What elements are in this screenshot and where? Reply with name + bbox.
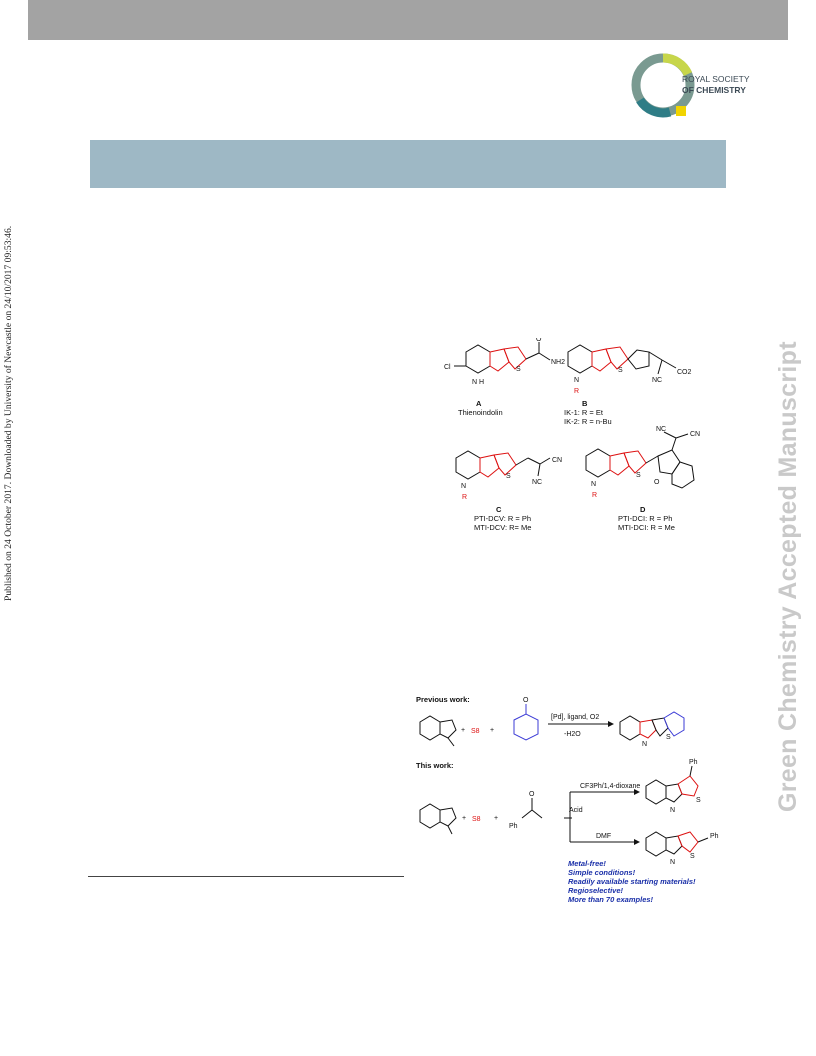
- prev-sulfur: S8: [471, 728, 480, 735]
- product2-ph: Ph: [710, 833, 719, 840]
- label-d-line2: MTI-DCI: R = Me: [618, 523, 675, 532]
- note-2: Simple conditions!: [568, 868, 636, 877]
- this-ketone-o: O: [529, 791, 535, 798]
- atom-s-d: S: [636, 472, 641, 479]
- atom-s-c: S: [506, 473, 511, 480]
- atom-o-d: O: [654, 479, 660, 486]
- prev-product-s: S: [666, 734, 671, 741]
- label-b-line2: IK-2: R = n-Bu: [564, 417, 612, 426]
- this-ketone-ph: Ph: [509, 823, 518, 830]
- atom-h-a: H: [479, 379, 484, 386]
- prev-ketone-o: O: [523, 697, 529, 704]
- atom-n-b: N: [574, 377, 579, 384]
- top-header-bar: [28, 0, 788, 40]
- atom-s-b: S: [618, 367, 623, 374]
- note-3: Readily available starting materials!: [568, 877, 696, 886]
- label-c-line1: PTI-DCV: R = Ph: [474, 514, 531, 523]
- acid-label: Acid: [569, 807, 583, 814]
- product2-n: N: [670, 859, 675, 866]
- product1-n: N: [670, 807, 675, 814]
- previous-work-label: Previous work:: [416, 695, 470, 704]
- footnote-rule: [88, 876, 404, 877]
- accepted-manuscript-watermark: Green Chemistry Accepted Manuscript: [774, 341, 802, 812]
- logo-line2: OF CHEMISTRY: [682, 85, 746, 95]
- figure-reaction-scheme: Previous work: + S8 + O [Pd], ligand, O2…: [416, 695, 719, 904]
- conditions-top: CF3Ph/1,4-dioxane: [580, 783, 640, 790]
- label-b-line1: IK-1: R = Et: [564, 408, 604, 417]
- product1-ph: Ph: [689, 759, 698, 766]
- note-1: Metal-free!: [568, 859, 606, 868]
- highlight-notes: Metal-free!Simple conditions!Readily ava…: [568, 859, 696, 904]
- note-4: Regioselective!: [568, 886, 624, 895]
- this-sulfur: S8: [472, 816, 481, 823]
- publication-note: Published on 24 October 2017. Downloaded…: [3, 226, 14, 602]
- atom-co2-b: CO2: [677, 369, 692, 376]
- conditions-bottom: DMF: [596, 833, 611, 840]
- atom-cn-d: CN: [690, 431, 700, 438]
- label-d: D: [640, 505, 646, 514]
- this-work-label: This work:: [416, 761, 454, 770]
- label-c-line2: MTI-DCV: R= Me: [474, 523, 531, 532]
- prev-conditions-bottom: -H2O: [564, 731, 581, 738]
- atom-n-c: N: [461, 483, 466, 490]
- atom-r-d: R: [592, 492, 597, 499]
- figure-structures: Cl O NH2 N H S N R S NC CO2 B IK-1: R = …: [444, 338, 700, 532]
- atom-cn-c: CN: [552, 457, 562, 464]
- atom-n-a: N: [472, 379, 477, 386]
- atom-nc-b: NC: [652, 377, 662, 384]
- logo-line1: ROYAL SOCIETY: [682, 74, 750, 84]
- atom-r-b: R: [574, 388, 579, 395]
- atom-cl: Cl: [444, 364, 451, 371]
- prev-conditions-top: [Pd], ligand, O2: [551, 714, 599, 721]
- rsc-logo: ROYAL SOCIETY OF CHEMISTRY: [631, 53, 750, 118]
- label-c: C: [496, 505, 502, 514]
- atom-o: O: [536, 338, 542, 343]
- prev-plus-2: +: [490, 727, 494, 734]
- this-plus-1: +: [462, 815, 466, 822]
- label-a-name: Thienoindolin: [458, 408, 503, 417]
- atom-nh2: NH2: [551, 359, 565, 366]
- atom-r-c: R: [462, 494, 467, 501]
- prev-plus-1: +: [461, 727, 465, 734]
- article-type-bar: [90, 140, 726, 188]
- atom-s-a: S: [516, 366, 521, 373]
- note-5: More than 70 examples!: [568, 895, 654, 904]
- label-b: B: [582, 399, 588, 408]
- atom-n-d: N: [591, 481, 596, 488]
- product2-s: S: [690, 853, 695, 860]
- prev-product-n: N: [642, 741, 647, 748]
- atom-nc-c: NC: [532, 479, 542, 486]
- label-a: A: [476, 399, 482, 408]
- atom-nc-d: NC: [656, 426, 666, 433]
- product1-s: S: [696, 797, 701, 804]
- this-plus-2: +: [494, 815, 498, 822]
- label-d-line1: PTI-DCI: R = Ph: [618, 514, 672, 523]
